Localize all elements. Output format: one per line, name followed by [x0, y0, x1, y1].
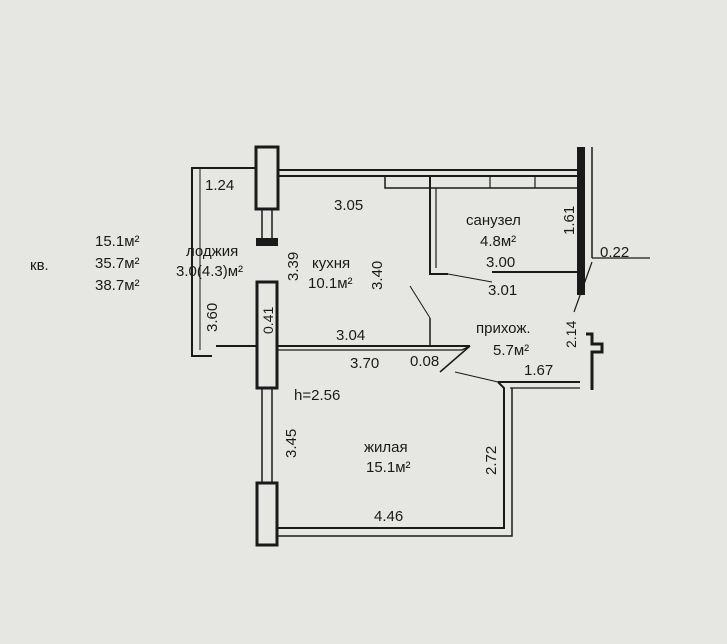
kitchen-door-swing — [409, 285, 431, 319]
loggia-outline — [191, 167, 256, 357]
dim-bath-width: 3.00 — [486, 254, 515, 271]
hallway-name: прихож. — [476, 320, 531, 337]
dim-living-right: 2.72 — [483, 446, 500, 475]
hallway-area: 5.7м² — [493, 342, 529, 359]
loggia-name: лоджия — [186, 243, 238, 260]
summary-living-area: 15.1м² — [95, 233, 140, 250]
top-wall-window — [384, 175, 581, 189]
bath-door-swing — [447, 273, 493, 283]
living-right-wall — [277, 381, 505, 529]
dim-living-top: 3.70 — [350, 355, 379, 372]
dim-hall-diag: 2.14 — [563, 321, 579, 348]
hall-diag-leader — [573, 261, 593, 313]
wall-column-bottom — [255, 481, 279, 547]
dim-kitchen-top: 3.05 — [334, 197, 363, 214]
kitchen-area: 10.1м² — [308, 275, 353, 292]
room-labels: лоджия 3.0(4.3)м² кухня 10.1м² санузел 4… — [176, 212, 531, 476]
dim-living-bottom: 4.46 — [374, 508, 403, 525]
entrance-wall — [586, 332, 604, 390]
dimension-labels: 1.24 3.60 3.39 0.41 3.05 3.40 3.04 1.61 … — [204, 177, 629, 525]
walls — [191, 145, 650, 547]
dim-wall-right: 0.22 — [600, 244, 629, 261]
summary-prefix: кв. — [30, 257, 49, 274]
dim-hall-bottom: 1.67 — [524, 362, 553, 379]
loggia-area: 3.0(4.3)м² — [176, 263, 243, 280]
dim-loggia-top: 1.24 — [205, 177, 234, 194]
dim-living-left: 3.45 — [283, 429, 300, 458]
dim-loggia-side: 3.60 — [204, 303, 221, 332]
bathroom-area: 4.8м² — [480, 233, 516, 250]
living-name: жилая — [364, 439, 408, 456]
dim-bath-bottom: 3.01 — [488, 282, 517, 299]
wall-column-middle — [255, 280, 279, 390]
kitchen-name: кухня — [312, 255, 350, 272]
living-door-swing — [454, 371, 499, 383]
wall-column-top — [254, 145, 280, 211]
right-wall — [577, 147, 585, 295]
bathroom-name: санузел — [466, 212, 521, 229]
dim-kitchen-side: 3.40 — [369, 261, 386, 290]
living-outer-wall — [277, 388, 513, 537]
wall-stub — [256, 238, 278, 246]
area-summary: кв. 15.1м² 35.7м² 38.7м² — [30, 233, 140, 294]
bath-left-wall — [429, 176, 448, 275]
summary-total-area: 35.7м² — [95, 255, 140, 272]
dim-bath-side: 1.61 — [561, 206, 578, 235]
dim-partition: 0.08 — [410, 353, 439, 370]
partition-end — [439, 345, 471, 373]
dim-pier: 0.41 — [260, 307, 276, 334]
summary-total-with-loggia: 38.7м² — [95, 277, 140, 294]
ceiling-height: h=2.56 — [294, 387, 340, 404]
dim-kitchen-bottom: 3.04 — [336, 327, 365, 344]
dim-loggia-inner: 3.39 — [285, 252, 302, 281]
living-area: 15.1м² — [366, 459, 411, 476]
